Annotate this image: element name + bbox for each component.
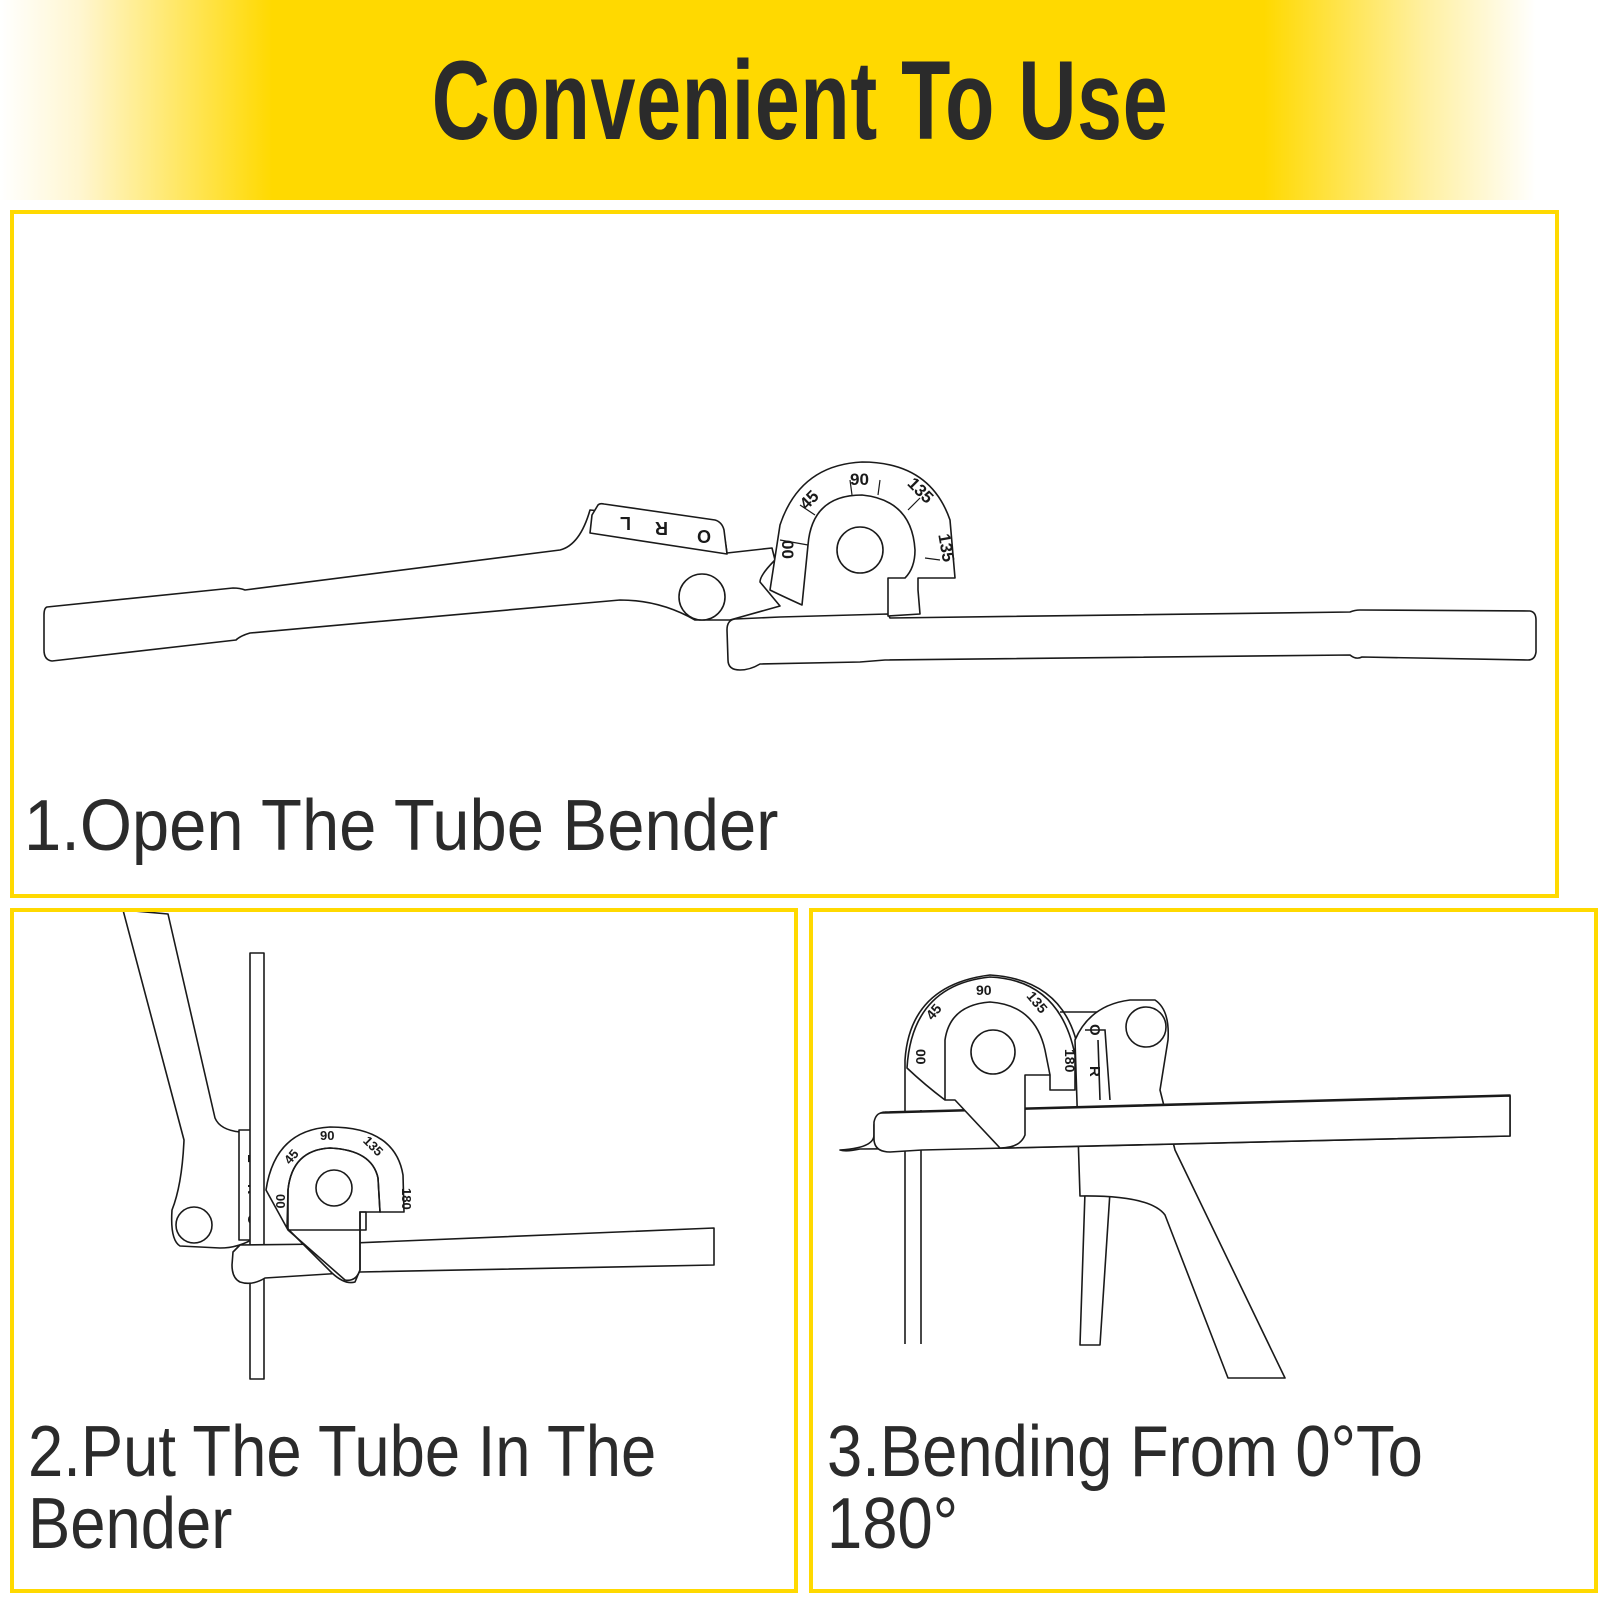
scale-label-180: 180 — [1062, 1049, 1078, 1073]
step-1-caption: 1.Open The Tube Bender — [24, 786, 779, 866]
step-2-caption: 2.Put The Tube In The Bender — [28, 1416, 785, 1560]
scale-label-00: 00 — [913, 1049, 929, 1065]
pivot-pin-icon — [678, 573, 726, 621]
selector-label-r: R — [655, 518, 668, 538]
step-3-caption: 3.Bending From 0°To 180° — [827, 1416, 1584, 1560]
step-1-panel: L R O 00 45 90 135 135 1.Open The Tube B… — [10, 210, 1559, 898]
page-title: Convenient To Use — [431, 37, 1169, 163]
tube-bent-illustration: O R 00 45 90 135 180 — [839, 974, 1511, 1379]
tube-bender-open-illustration: L R O 00 45 90 135 135 — [43, 461, 1537, 671]
selector-label-o: O — [697, 526, 711, 546]
step-2-caption-line-2: Bender — [28, 1484, 233, 1564]
selector-label-l: L — [620, 513, 631, 533]
scale-label-90: 90 — [850, 470, 869, 489]
scale-label-00: 00 — [778, 540, 797, 559]
step-3-panel: O R 00 45 90 135 180 3.Bending From 0°To… — [809, 908, 1598, 1593]
step-3-caption-line-1: 3.Bending From 0°To — [827, 1412, 1423, 1492]
dial-pin-icon — [315, 1169, 353, 1207]
step-2-caption-line-1: 2.Put The Tube In The — [28, 1412, 657, 1492]
scale-label-90: 90 — [320, 1128, 334, 1143]
selector-label-r: R — [1086, 1066, 1103, 1077]
dial-pin-icon — [836, 526, 884, 574]
tube — [249, 952, 265, 1380]
header-banner: Convenient To Use — [0, 0, 1600, 200]
scale-label-135b: 135 — [934, 532, 958, 563]
step-2-panel: L R O 00 45 90 135 180 2.Put The Tube In… — [10, 908, 798, 1593]
tube-inserted-illustration: L R O 00 45 90 135 180 — [122, 912, 715, 1380]
scale-label-90: 90 — [976, 982, 992, 998]
scale-label-00: 00 — [273, 1194, 288, 1208]
dial-pin-icon — [970, 1029, 1016, 1075]
pivot-pin-icon — [175, 1206, 213, 1244]
step-3-caption-line-2: 180° — [827, 1484, 959, 1564]
selector-label-o: O — [1086, 1024, 1103, 1036]
pivot-pin-icon — [1125, 1006, 1167, 1048]
scale-label-180: 180 — [399, 1188, 414, 1210]
